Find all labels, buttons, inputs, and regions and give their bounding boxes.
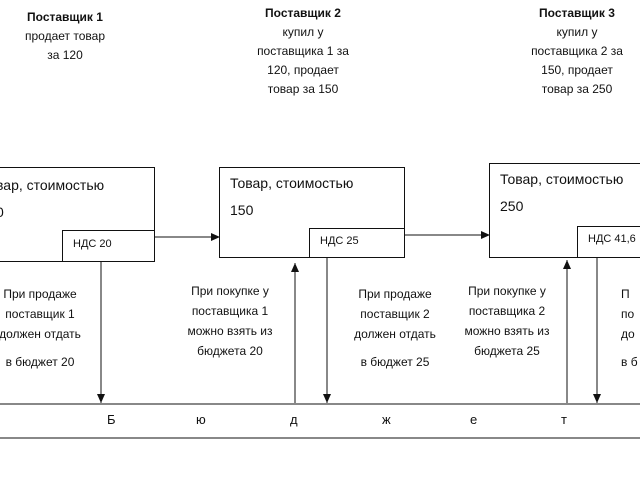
note-spacer	[345, 344, 445, 352]
supplier-1-desc: продает товар за 120	[0, 27, 130, 65]
note-line: При продаже	[358, 287, 432, 301]
supplier-2-desc-line: купил у	[282, 25, 324, 39]
supplier-3-desc-line: 150, продает	[541, 63, 613, 77]
note-spacer	[621, 344, 640, 352]
note-line: до	[621, 327, 635, 341]
supplier-1-title: Поставщик 1	[27, 10, 103, 24]
goods-box-1-price: 0	[0, 199, 154, 226]
note-line: поставщика 2	[468, 304, 546, 318]
goods-box-2-label: Товар, стоимостью	[230, 175, 354, 191]
supplier-2-desc: купил у поставщика 1 за 120, продает тов…	[228, 23, 378, 99]
note-line: можно взять из	[464, 324, 550, 338]
note-buy-2: При покупке у поставщика 2 можно взять и…	[452, 281, 562, 361]
goods-box-1-label: вар, стоимостью	[0, 177, 105, 193]
note-line: должен отдать	[0, 327, 81, 341]
budget-letter: д	[290, 412, 298, 427]
budget-letter: Б	[107, 412, 116, 427]
note-buy-1: При покупке у поставщика 1 можно взять и…	[175, 281, 285, 361]
note-line: поставщик 2	[360, 307, 430, 321]
vat-box-1: НДС 20	[62, 230, 155, 262]
note-line: в бюджет 20	[5, 355, 75, 369]
budget-letter: е	[470, 412, 478, 427]
note-line: При покупке у	[191, 284, 269, 298]
note-line: должен отдать	[354, 327, 436, 341]
goods-box-3-label: Товар, стоимостью	[500, 171, 624, 187]
note-sell-3-cut: П по до в б	[621, 284, 640, 372]
note-line: При продаже	[3, 287, 77, 301]
note-sell-1: При продаже поставщик 1 должен отдать в …	[0, 284, 90, 372]
note-line: П	[621, 287, 630, 301]
supplier-2-desc-line: поставщика 1 за	[257, 44, 349, 58]
supplier-3-desc-line: поставщика 2 за	[531, 44, 623, 58]
note-line: поставщика 1	[191, 304, 269, 318]
supplier-2-desc-line: 120, продает	[267, 63, 339, 77]
note-spacer	[0, 344, 90, 352]
supplier-3-desc-line: купил у	[556, 25, 598, 39]
vat-box-3: НДС 41,6	[577, 226, 640, 258]
note-line: в б	[621, 355, 638, 369]
supplier-3-title: Поставщик 3	[539, 6, 615, 20]
goods-box-3-price: 250	[500, 198, 524, 214]
supplier-2-desc-line: товар за 150	[267, 82, 339, 96]
note-line: по	[621, 307, 635, 321]
note-line: можно взять из	[187, 324, 273, 338]
budget-letter: т	[561, 412, 567, 427]
supplier-1-desc-line: продает товар	[25, 29, 105, 43]
note-sell-2: При продаже поставщик 2 должен отдать в …	[345, 284, 445, 372]
vat-box-2: НДС 25	[309, 228, 405, 258]
note-line: бюджета 25	[474, 344, 540, 358]
note-line: При покупке у	[468, 284, 546, 298]
note-line: поставщик 1	[5, 307, 75, 321]
supplier-1-desc-line: за 120	[47, 48, 83, 62]
supplier-3-desc: купил у поставщика 2 за 150, продает тов…	[502, 23, 640, 99]
supplier-2-title: Поставщик 2	[265, 6, 341, 20]
budget-letter: ю	[196, 412, 206, 427]
note-line: в бюджет 25	[360, 355, 430, 369]
note-line: бюджета 20	[197, 344, 263, 358]
goods-box-2-price: 150	[230, 202, 254, 218]
supplier-3-desc-line: товар за 250	[541, 82, 613, 96]
budget-letter: ж	[382, 412, 391, 427]
